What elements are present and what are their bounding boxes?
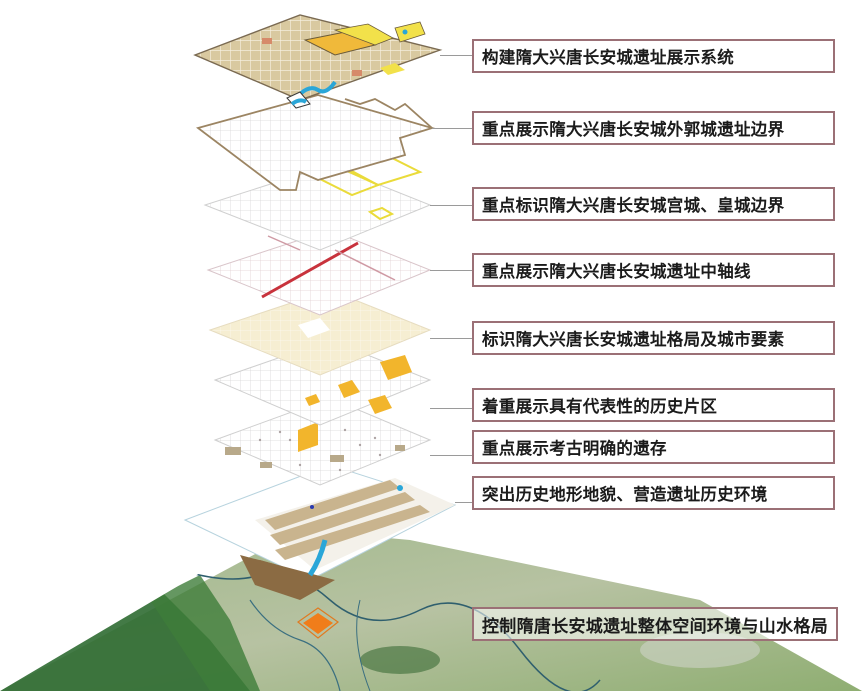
layer-label-palace-boundary: 重点标识隋大兴唐长安城宫城、皇城边界 — [472, 187, 835, 221]
leader-line-1 — [440, 55, 472, 56]
layer-historic-terrain — [183, 464, 457, 600]
layer-composite-plan — [193, 14, 443, 109]
leader-line-8 — [455, 502, 472, 503]
layer-label-archaeological-remains: 重点展示考古明确的遗存 — [472, 430, 835, 464]
label-text: 标识隋大兴唐长安城遗址格局及城市要素 — [482, 330, 785, 349]
layer-historic-districts — [213, 339, 432, 426]
leader-line-6 — [430, 408, 472, 409]
layer-outer-wall-boundary — [196, 94, 436, 191]
label-text: 重点展示隋大兴唐长安城外郭城遗址边界 — [482, 120, 785, 139]
label-text: 重点展示隋大兴唐长安城遗址中轴线 — [482, 262, 751, 281]
label-text: 重点展示考古明确的遗存 — [482, 439, 667, 458]
layer-label-display-system: 构建隋大兴唐长安城遗址展示系统 — [472, 39, 835, 73]
layer-archaeological-remains — [213, 397, 432, 486]
leader-line-4 — [430, 270, 472, 271]
label-text: 着重展示具有代表性的历史片区 — [482, 397, 718, 416]
layer-label-historic-districts: 着重展示具有代表性的历史片区 — [472, 388, 835, 422]
label-text: 控制隋唐长安城遗址整体空间环境与山水格局 — [482, 616, 828, 637]
layer-label-outer-wall: 重点展示隋大兴唐长安城外郭城遗址边界 — [472, 111, 835, 145]
leader-line-3 — [430, 205, 472, 206]
leader-line-2 — [432, 128, 472, 129]
layer-landscape-base — [0, 520, 862, 691]
leader-line-7 — [430, 455, 472, 456]
label-text: 重点标识隋大兴唐长安城宫城、皇城边界 — [482, 196, 785, 215]
leader-line-5 — [430, 338, 472, 339]
layer-label-central-axis: 重点展示隋大兴唐长安城遗址中轴线 — [472, 253, 835, 287]
layer-label-landscape: 控制隋唐长安城遗址整体空间环境与山水格局 — [472, 607, 838, 641]
layer-label-urban-grid: 标识隋大兴唐长安城遗址格局及城市要素 — [472, 321, 835, 355]
layer-label-historic-terrain: 突出历史地形地貌、营造遗址历史环境 — [472, 476, 835, 510]
label-text: 突出历史地形地貌、营造遗址历史环境 — [482, 485, 768, 504]
label-text: 构建隋大兴唐长安城遗址展示系统 — [482, 48, 734, 67]
